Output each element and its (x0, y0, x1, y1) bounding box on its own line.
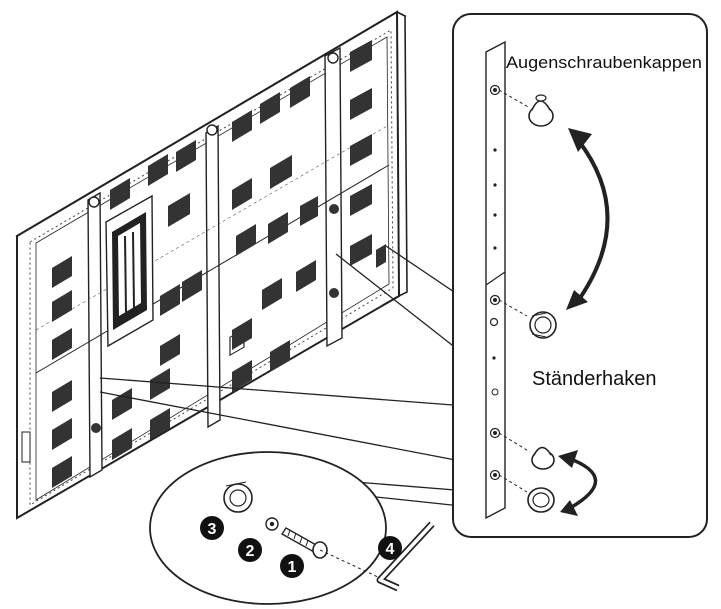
cap-icon (528, 94, 554, 127)
vent-grilles (52, 40, 386, 488)
cap-icon-lower (531, 446, 555, 470)
double-arrow-icon (576, 138, 610, 300)
svg-text:1: 1 (288, 559, 297, 576)
eye-bolt-caps-label: Augenschraubenkappen (506, 54, 702, 72)
bracket-strip (485, 40, 506, 520)
svg-text:3: 3 (208, 521, 217, 538)
allen-key-icon (376, 521, 435, 592)
washer-hook-part (223, 481, 253, 513)
hook-icon (529, 311, 557, 339)
svg-text:2: 2 (246, 543, 255, 560)
mounting-rail-left (87, 191, 103, 479)
mounting-rail-right (324, 46, 343, 348)
svg-text:4: 4 (386, 541, 395, 558)
callout-lines (99, 245, 481, 509)
step-2-badge: 2 (238, 538, 262, 562)
monitor-rear-panel (15, 10, 408, 520)
step-3-badge: 3 (200, 516, 224, 540)
double-arrow-icon-lower (567, 456, 598, 510)
step-4-badge: 4 (378, 536, 402, 560)
parts-detail: 3 2 1 4 (149, 451, 435, 605)
stand-hooks-label: Ständerhaken (532, 368, 657, 390)
detail-panel: Augenschraubenkappen Ständerhaken (452, 13, 708, 538)
step-1-badge: 1 (280, 554, 304, 578)
mounting-rail-center (205, 124, 221, 429)
hook-icon-lower (527, 487, 555, 513)
connector-panel (105, 194, 154, 348)
washer-icon (265, 517, 279, 531)
